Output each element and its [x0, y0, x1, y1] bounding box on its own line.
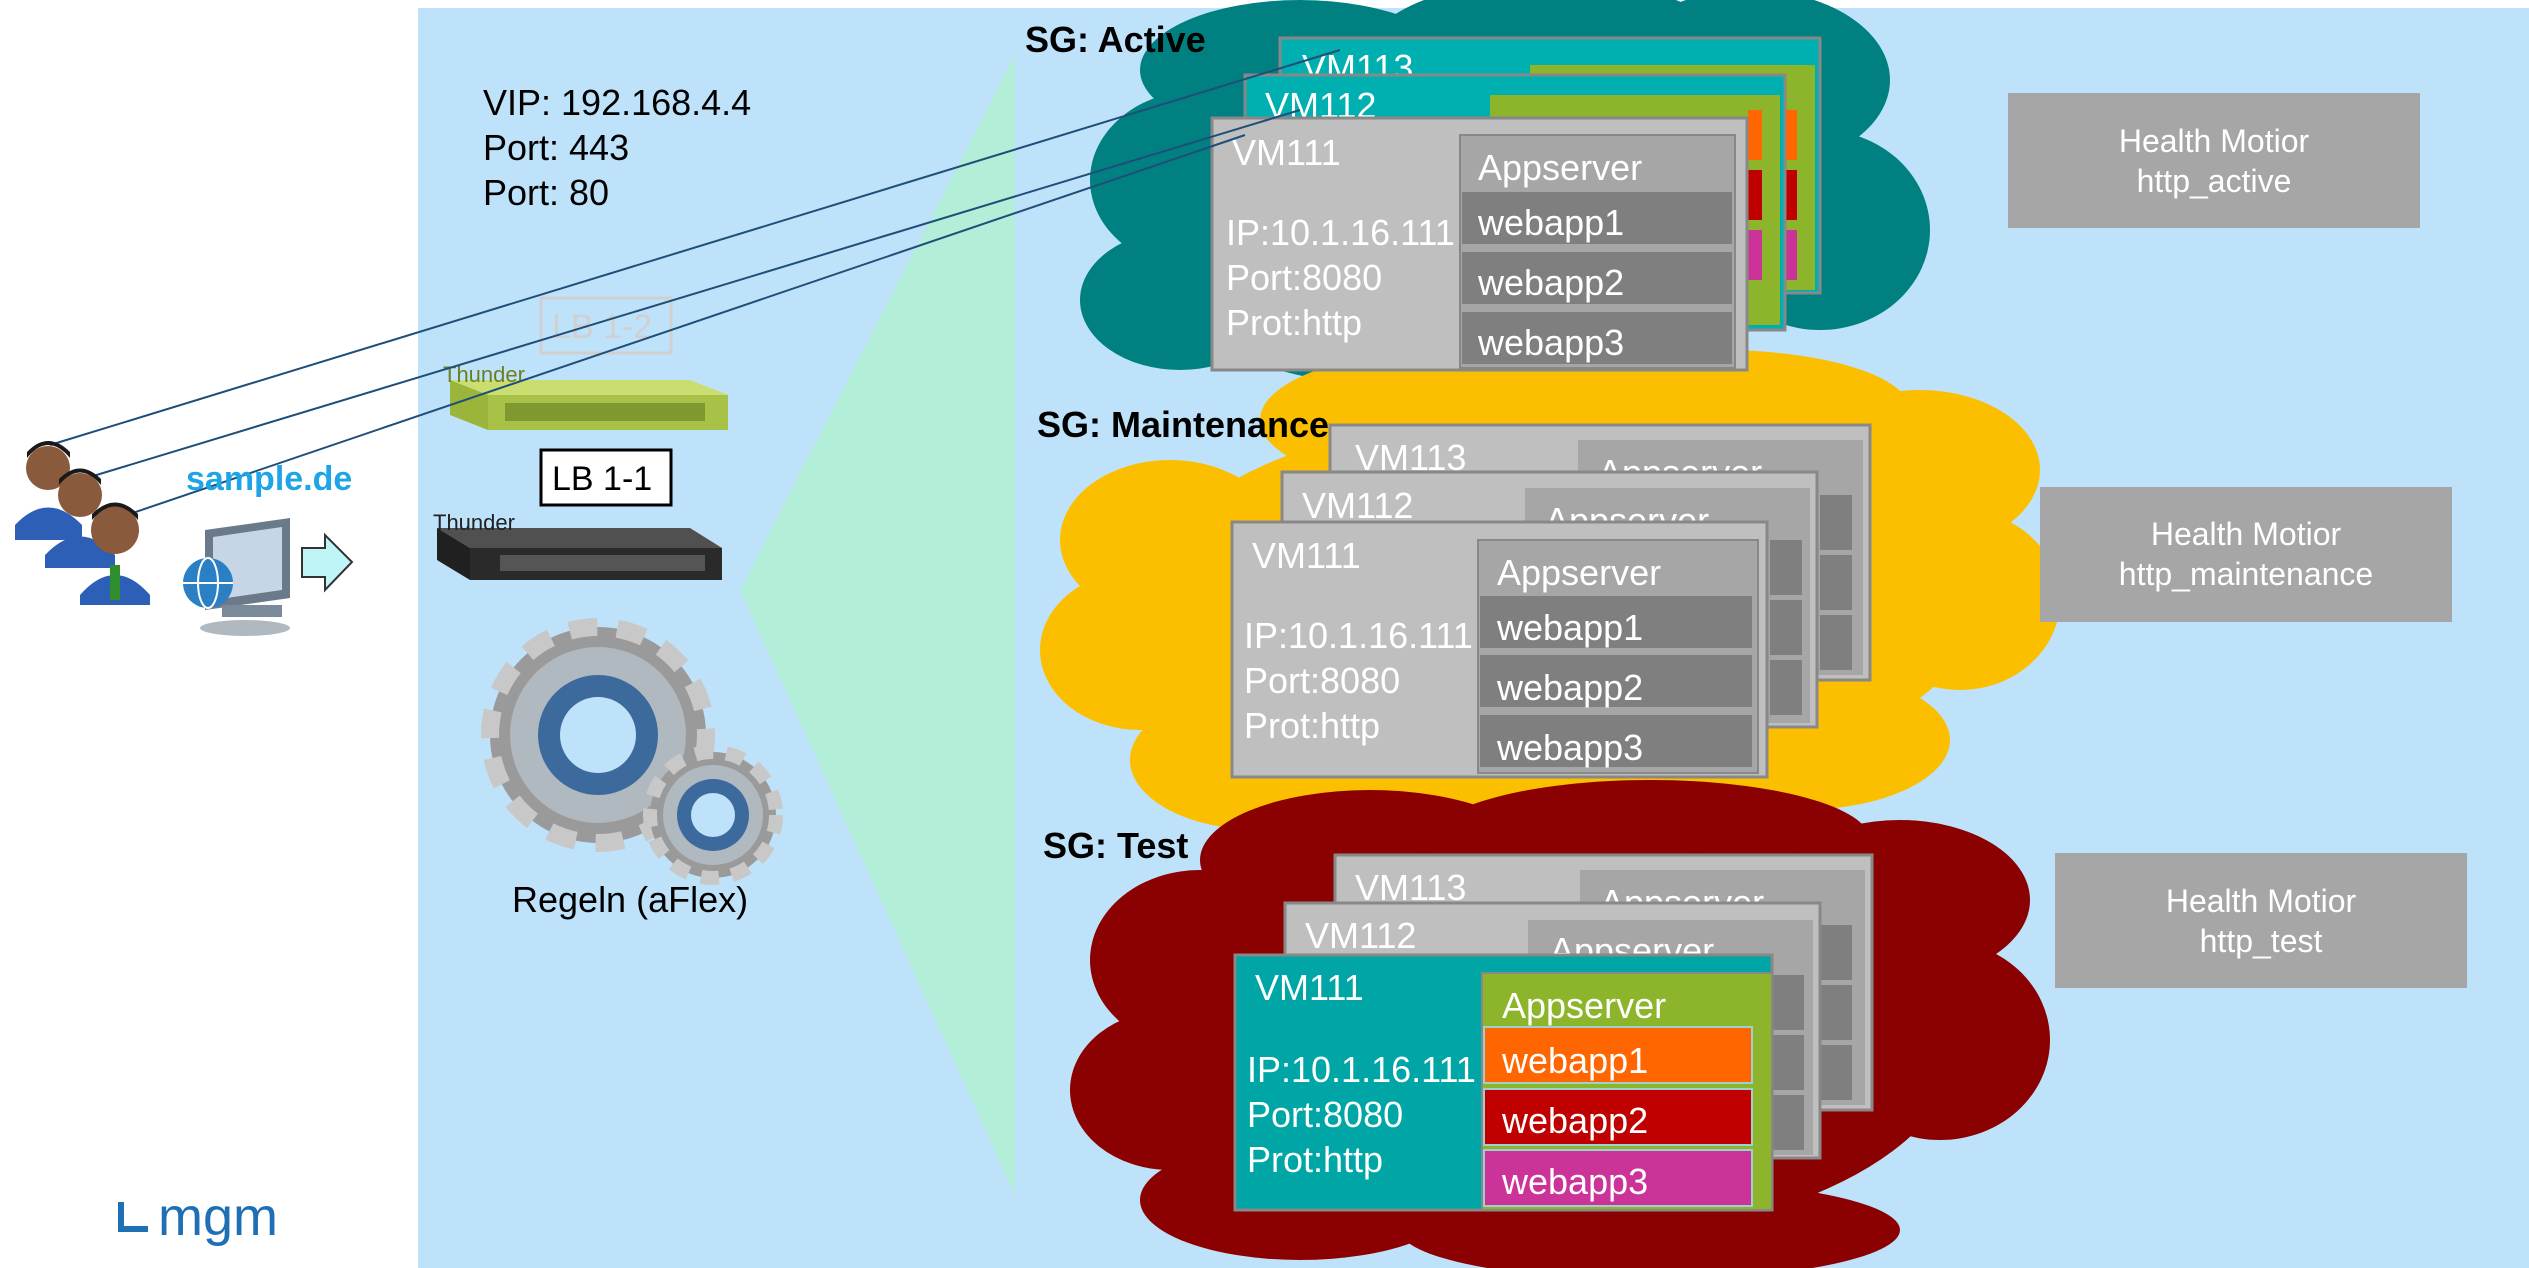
health-monitor-test: Health Motior http_test — [2055, 853, 2467, 988]
mgm-logo: mgm — [118, 1186, 278, 1248]
rules-label: Regeln (aFlex) — [512, 879, 748, 920]
vm-label: VM113 — [1355, 867, 1466, 908]
gears-icon — [481, 618, 783, 885]
logo-mark-icon — [118, 1202, 148, 1232]
svg-text:Thunder: Thunder — [433, 510, 515, 535]
webapp-label: webapp1 — [1477, 202, 1624, 243]
vm-port: Port:8080 — [1247, 1094, 1403, 1135]
webapp-label: webapp3 — [1477, 322, 1624, 363]
group-title-active: SG: Active — [1025, 19, 1206, 60]
vm-ip: IP:10.1.16.111 — [1226, 212, 1455, 253]
svg-text:http_test: http_test — [2200, 923, 2323, 959]
vm-name: VM111 — [1252, 535, 1361, 576]
svg-text:Health Motior: Health Motior — [2119, 123, 2310, 159]
vip-address: VIP: 192.168.4.4 — [483, 82, 751, 123]
computer-icon — [183, 518, 290, 636]
webapp-label: webapp1 — [1496, 607, 1643, 648]
vm-ip: IP:10.1.16.111 — [1247, 1049, 1476, 1090]
vm-name: VM111 — [1232, 132, 1341, 173]
thunder-appliance-black: Thunder — [433, 510, 722, 580]
vm-label: VM112 — [1305, 915, 1416, 956]
svg-text:http_active: http_active — [2137, 163, 2292, 199]
vm-protocol: Prot:http — [1244, 705, 1380, 746]
webapp-label: webapp3 — [1501, 1161, 1648, 1202]
vm-ip: IP:10.1.16.111 — [1244, 615, 1473, 656]
vm-protocol: Prot:http — [1226, 302, 1362, 343]
webapp-label: webapp2 — [1477, 262, 1624, 303]
distribution-wedge — [740, 55, 1015, 1195]
maint-vm111-card: VM111 IP:10.1.16.111 Port:8080 Prot:http… — [1230, 520, 1769, 779]
appserver-label: Appserver — [1478, 147, 1642, 188]
svg-text:LB 1-1: LB 1-1 — [552, 460, 652, 498]
domain-label: sample.de — [186, 460, 352, 498]
appserver-label: Appserver — [1502, 985, 1666, 1026]
thunder-appliance-green: Thunder — [443, 362, 728, 430]
appserver-label: Appserver — [1497, 552, 1661, 593]
webapp-label: webapp1 — [1501, 1040, 1648, 1081]
logo-text: mgm — [158, 1187, 278, 1247]
arrow-right-icon — [301, 532, 354, 593]
vm-label: VM112 — [1302, 485, 1413, 526]
svg-text:LB 1-2: LB 1-2 — [552, 308, 652, 346]
webapp-label: webapp2 — [1501, 1100, 1648, 1141]
group-title-test: SG: Test — [1043, 825, 1188, 866]
connection-lines — [49, 49, 1341, 521]
svg-text:Health Motior: Health Motior — [2151, 516, 2342, 552]
vip-port-443: Port: 443 — [483, 127, 629, 168]
health-monitor-maintenance: Health Motior http_maintenance — [2040, 487, 2452, 622]
test-vm111-card: VM111 IP:10.1.16.111 Port:8080 Prot:http… — [1233, 953, 1774, 1212]
webapp-label: webapp3 — [1496, 727, 1643, 768]
vip-port-80: Port: 80 — [483, 172, 609, 213]
vm-port: Port:8080 — [1226, 257, 1382, 298]
users-icon — [15, 441, 150, 605]
svg-text:Health Motior: Health Motior — [2166, 883, 2357, 919]
vm-name: VM111 — [1255, 967, 1364, 1008]
webapp-label: webapp2 — [1496, 667, 1643, 708]
health-monitor-active: Health Motior http_active — [2008, 93, 2420, 228]
group-title-maintenance: SG: Maintenance — [1037, 404, 1329, 445]
svg-text:http_maintenance: http_maintenance — [2119, 556, 2373, 592]
lb-1-1-label: LB 1-1 — [539, 448, 673, 507]
vm-port: Port:8080 — [1244, 660, 1400, 701]
active-vm111-card: VM111 IP:10.1.16.111 Port:8080 Prot:http… — [1210, 116, 1749, 372]
vm-protocol: Prot:http — [1247, 1139, 1383, 1180]
